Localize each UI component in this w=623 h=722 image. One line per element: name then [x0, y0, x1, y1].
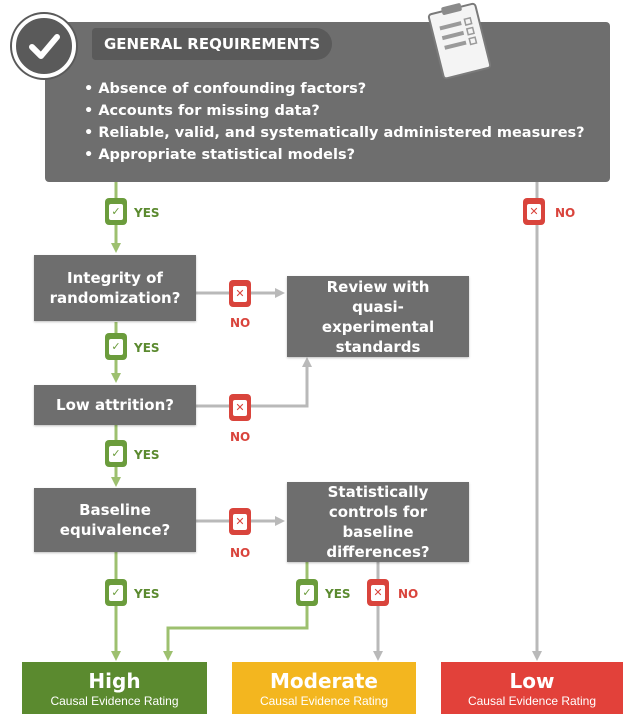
low-rating-title: Low: [509, 669, 555, 693]
high-rating-box: High Causal Evidence Rating: [22, 662, 207, 714]
requirement-item: • Appropriate statistical models?: [84, 147, 355, 163]
moderate-rating-box: Moderate Causal Evidence Rating: [232, 662, 416, 714]
yes-label: YES: [134, 448, 160, 462]
low-rating-box: Low Causal Evidence Rating: [441, 662, 623, 714]
no-label: NO: [555, 206, 576, 220]
no-label: NO: [230, 546, 251, 560]
general-requirements-title: GENERAL REQUIREMENTS: [92, 28, 332, 60]
yes-check-icon: ✓: [105, 440, 127, 467]
no-x-icon: ✕: [229, 508, 251, 535]
requirement-item: • Absence of confounding factors?: [84, 81, 367, 97]
no-label: NO: [230, 430, 251, 444]
yes-check-icon: ✓: [296, 579, 318, 606]
yes-label: YES: [134, 341, 160, 355]
no-label: NO: [398, 587, 419, 601]
low-rating-subtitle: Causal Evidence Rating: [467, 694, 597, 708]
general-requirements-list: • Absence of confounding factors? • Acco…: [84, 78, 604, 166]
statistical-controls-question: Statistically controls for baseline diff…: [287, 482, 469, 562]
requirement-item: • Reliable, valid, and systematically ad…: [84, 125, 585, 141]
moderate-rating-title: Moderate: [269, 669, 378, 693]
no-x-icon: ✕: [523, 198, 545, 225]
requirement-item: • Accounts for missing data?: [84, 103, 320, 119]
yes-label: YES: [134, 206, 160, 220]
clipboard-icon: [414, 0, 506, 86]
no-x-icon: ✕: [229, 394, 251, 421]
moderate-rating-subtitle: Causal Evidence Rating: [259, 694, 389, 708]
no-x-icon: ✕: [367, 579, 389, 606]
checkmark-circle-icon: [12, 14, 76, 78]
randomization-question: Integrity of randomization?: [34, 255, 196, 321]
attrition-question: Low attrition?: [34, 385, 196, 425]
no-label: NO: [230, 316, 251, 330]
yes-label: YES: [134, 587, 160, 601]
no-x-icon: ✕: [229, 280, 251, 307]
yes-check-icon: ✓: [105, 333, 127, 360]
review-quasi-experimental-box: Review with quasi-experimental standards: [287, 276, 469, 357]
high-rating-title: High: [88, 669, 141, 693]
yes-check-icon: ✓: [105, 579, 127, 606]
yes-label: YES: [325, 587, 351, 601]
high-rating-subtitle: Causal Evidence Rating: [50, 694, 179, 708]
baseline-question: Baseline equivalence?: [34, 488, 196, 552]
yes-check-icon: ✓: [105, 198, 127, 225]
